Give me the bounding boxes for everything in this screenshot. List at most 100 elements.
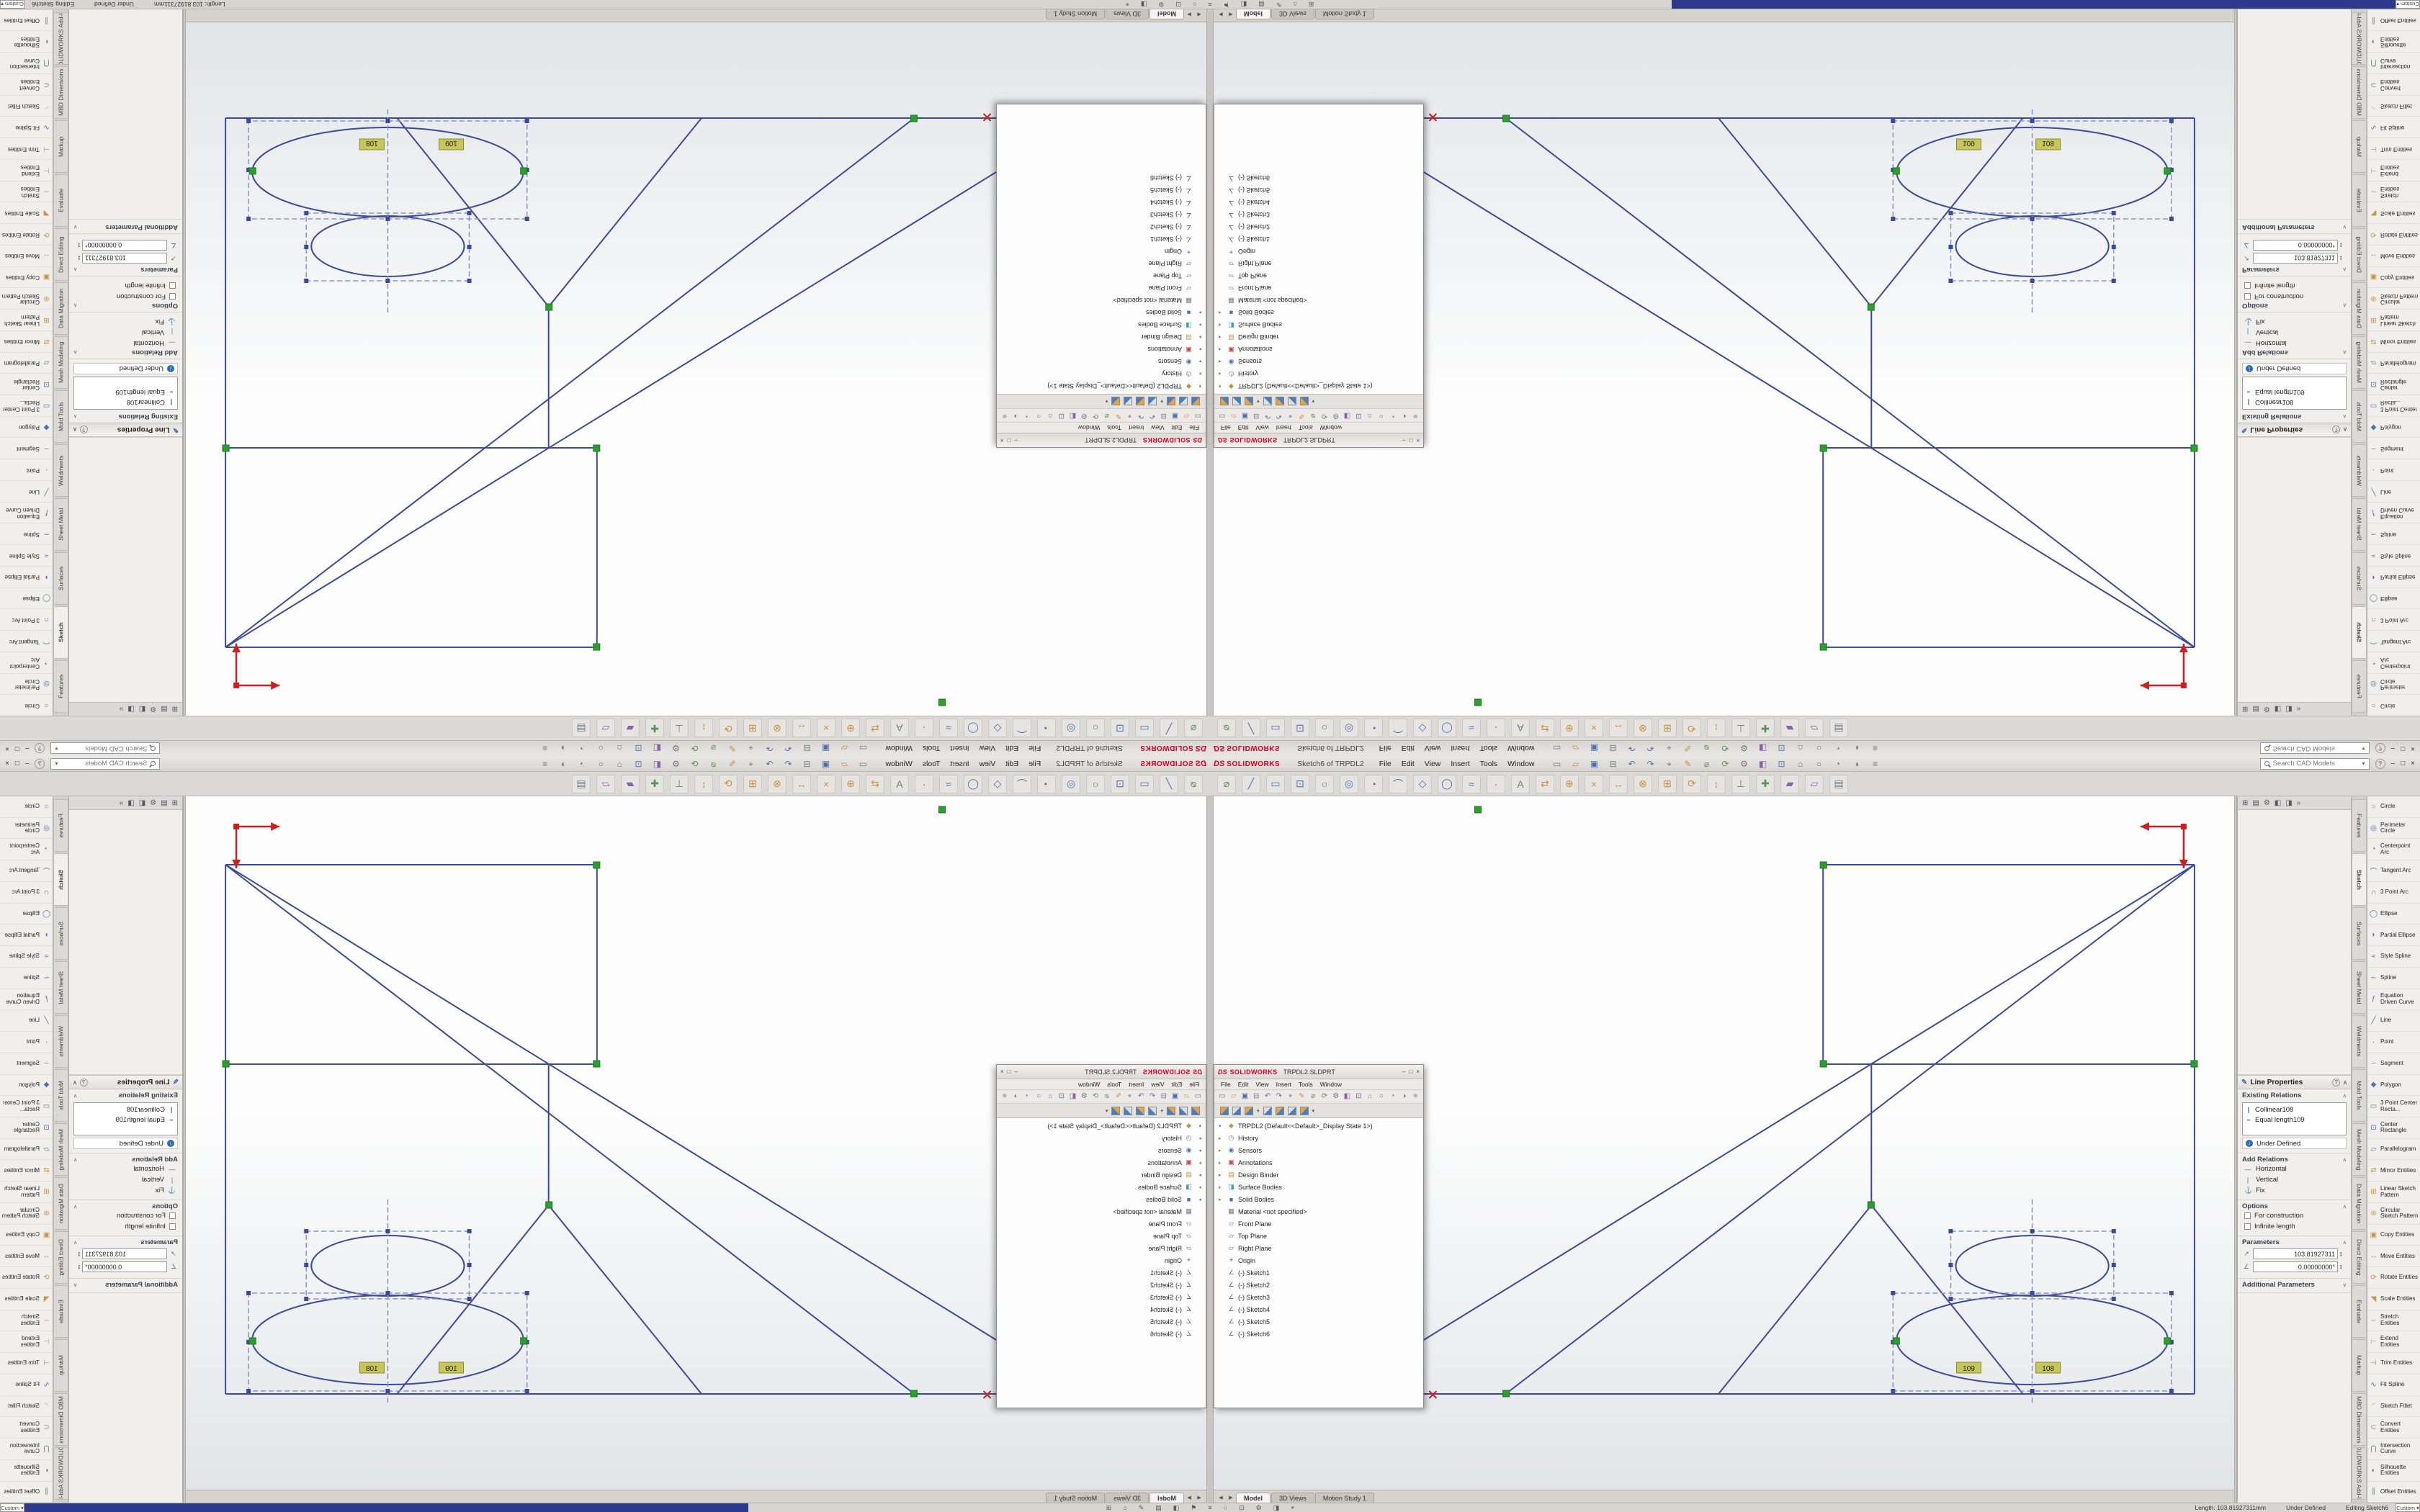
sketch-tool[interactable]: ╱ Line <box>0 1010 53 1032</box>
status-icon[interactable]: ○ <box>1223 1504 1228 1511</box>
sketch-tool[interactable]: ⟳ Rotate Entities <box>2367 223 2420 245</box>
commandmanager-tab[interactable]: Direct Editing <box>2352 228 2367 281</box>
feature-tree-item[interactable]: ∠ (-) Sketch5 <box>997 184 1206 197</box>
collapse-icon[interactable]: ∧ <box>73 1079 77 1086</box>
chevron-down-icon[interactable]: ▾ <box>1257 398 1260 404</box>
toolbar-icon[interactable]: ▭ <box>1552 758 1561 769</box>
checkbox[interactable] <box>2244 1223 2251 1230</box>
status-icon[interactable]: ⊞ <box>1308 1 1314 9</box>
sketch-tool[interactable]: ∼ Spline <box>0 967 53 989</box>
commandmanager-tab[interactable]: Surfaces <box>2352 552 2367 605</box>
feature-tree-item[interactable]: ∠ (-) Sketch5 <box>1214 184 1423 197</box>
panel-splitter[interactable] <box>2234 796 2237 1503</box>
panel-tab-icon[interactable]: ⚙ <box>150 705 157 714</box>
commandmanager-tab[interactable]: Direct Editing <box>53 228 68 281</box>
sketch-tool[interactable]: ≈ Style Spline <box>0 946 53 968</box>
sketch-tool[interactable]: ⋂ Intersection Curve <box>2367 1439 2420 1460</box>
toolbar-icon[interactable]: ≡ <box>1873 743 1878 754</box>
ribbon-tool-button[interactable]: ◎ <box>1062 774 1080 793</box>
commandmanager-tab[interactable]: Mesh Modeling <box>2352 336 2367 389</box>
additional-parameters-header[interactable]: Additional Parameters ∨ <box>73 1281 178 1289</box>
menu-item[interactable]: View <box>1151 424 1165 431</box>
menu-item[interactable]: Tools <box>1479 759 1498 768</box>
toolbar-icon[interactable]: ⚙ <box>1740 743 1748 754</box>
sketch-tool[interactable]: ◆ Polygon <box>2367 1075 2420 1097</box>
view-cube-icon[interactable] <box>1179 397 1188 406</box>
menu-item[interactable]: Window <box>1507 744 1535 753</box>
ribbon-tool-button[interactable]: ⊥ <box>1731 774 1750 793</box>
toolbar-icon[interactable]: ⚙ <box>1080 412 1088 420</box>
panel-tab-icon[interactable]: ⊞ <box>2242 705 2249 714</box>
ribbon-tool-button[interactable]: · <box>1487 774 1505 793</box>
commandmanager-tab[interactable]: SOLIDWORKS Add-Ins <box>53 1447 68 1500</box>
commandmanager-tab[interactable]: MBD Dimensions <box>53 1393 68 1446</box>
status-icon[interactable]: ≡ <box>1208 1504 1212 1511</box>
sketch-tool[interactable]: ⌒ Tangent Arc <box>0 860 53 882</box>
view-cube-icon[interactable] <box>1245 397 1253 406</box>
menu-item[interactable]: Insert <box>1129 1081 1144 1088</box>
expand-arrow-icon[interactable]: ▾ <box>1219 1123 1222 1129</box>
minimize-button[interactable]: – <box>1402 1068 1406 1075</box>
sketch-tool[interactable]: ƒ Equation Driven Curve <box>2367 989 2420 1011</box>
graphics-area[interactable]: 109 108 <box>186 22 1206 716</box>
ribbon-tool-button[interactable]: × <box>1585 719 1603 738</box>
toolbar-icon[interactable]: ⌖ <box>1288 1092 1293 1100</box>
sketch-tool[interactable]: ∩ 3 Point Arc <box>2367 882 2420 904</box>
toolbar-icon[interactable]: ≡ <box>1413 1092 1418 1100</box>
ribbon-tool-button[interactable]: ▱ <box>596 774 615 793</box>
toolbar-icon[interactable]: ⌖ <box>1667 758 1672 769</box>
commandmanager-tab[interactable]: SOLIDWORKS Add-Ins <box>2352 1447 2367 1500</box>
sketch-point-handles[interactable] <box>222 806 1088 1398</box>
menu-item[interactable]: Tools <box>1107 424 1122 431</box>
parameter-input[interactable]: 103.81927311 <box>82 1248 167 1259</box>
panel-tab-icon[interactable]: ⚙ <box>150 798 157 807</box>
view-cube-icon[interactable] <box>1148 397 1157 406</box>
existing-relations-header[interactable]: Existing Relations ∧ <box>2242 1092 2347 1099</box>
view-cube-icon[interactable] <box>1167 397 1175 406</box>
feature-tree-item[interactable]: ▱ Right Plane <box>1214 258 1423 270</box>
sketch-lines[interactable] <box>225 864 1085 1395</box>
ribbon-tool-button[interactable]: ◯ <box>964 719 982 738</box>
cascade-title-bar[interactable]: DS SOLIDWORKS TRPDL2.SLDPRT – □ × <box>1214 433 1423 447</box>
maximize-button[interactable]: □ <box>14 744 19 752</box>
status-icon[interactable]: ✎ <box>1138 1503 1144 1511</box>
toolbar-icon[interactable]: ⌖ <box>1127 412 1132 420</box>
chevron-down-icon[interactable]: ▾ <box>1160 1108 1163 1114</box>
sketch-tool[interactable]: ⇄ Mirror Entities <box>2367 1160 2420 1182</box>
commandmanager-tab[interactable]: Markup <box>2352 1339 2367 1392</box>
toolbar-icon[interactable]: ▱ <box>1572 743 1579 754</box>
sketch-tool[interactable]: ◥ Scale Entities <box>0 202 53 224</box>
sketch-tool[interactable]: ∿ Fit Spline <box>2367 1374 2420 1396</box>
menu-item[interactable]: Insert <box>1451 759 1470 768</box>
menu-item[interactable]: Insert <box>1451 744 1470 753</box>
ribbon-tool-button[interactable]: · <box>1487 719 1505 738</box>
toolbar-icon[interactable]: ✎ <box>1684 758 1692 769</box>
add-relation-button[interactable]: — Horizontal <box>2242 338 2347 348</box>
panel-tab-icon[interactable]: ▤ <box>2252 798 2259 807</box>
commandmanager-tab[interactable]: Data Migration <box>2352 282 2367 335</box>
document-tab[interactable]: Model <box>1150 9 1184 19</box>
feature-tree-item[interactable]: ▱ Right Plane <box>997 258 1206 270</box>
minimize-button[interactable]: – <box>24 760 30 768</box>
sketch-tool[interactable]: ◎ Perimeter Circle <box>0 817 53 840</box>
toolbar-icon[interactable]: ⊡ <box>635 743 642 754</box>
minimize-button[interactable]: – <box>24 744 30 752</box>
toolbar-icon[interactable]: ▭ <box>1194 1092 1201 1100</box>
expand-arrow-icon[interactable]: ▸ <box>1198 1172 1201 1178</box>
expand-arrow-icon[interactable]: ▸ <box>1219 1148 1222 1153</box>
toolbar-icon[interactable]: ○ <box>1816 758 1822 769</box>
ribbon-tool-button[interactable]: ≈ <box>1462 774 1481 793</box>
menu-item[interactable]: View <box>1424 744 1441 753</box>
feature-tree-item[interactable]: ∠ (-) Sketch2 <box>997 221 1206 233</box>
toolbar-icon[interactable]: ⊡ <box>1355 1092 1362 1100</box>
toolbar-icon[interactable]: ⌖ <box>1288 412 1293 420</box>
status-icon[interactable]: ◨ <box>1273 1503 1280 1511</box>
tab-scroll-right-icon[interactable]: ▶ <box>1187 1495 1191 1500</box>
chevron-down-icon[interactable]: ▾ <box>1312 398 1315 404</box>
ribbon-tool-button[interactable]: ⌀ <box>1184 774 1203 793</box>
panel-tab-icon[interactable]: » <box>119 705 124 714</box>
sketch-tool[interactable]: ▭ 3 Point Center Recta... <box>2367 394 2420 416</box>
option-row[interactable]: Infinite length <box>2242 280 2347 291</box>
sketch-tool[interactable]: ⊢ Extend Entities <box>0 158 53 181</box>
sketch-tool[interactable]: ƒ Equation Driven Curve <box>0 989 53 1011</box>
